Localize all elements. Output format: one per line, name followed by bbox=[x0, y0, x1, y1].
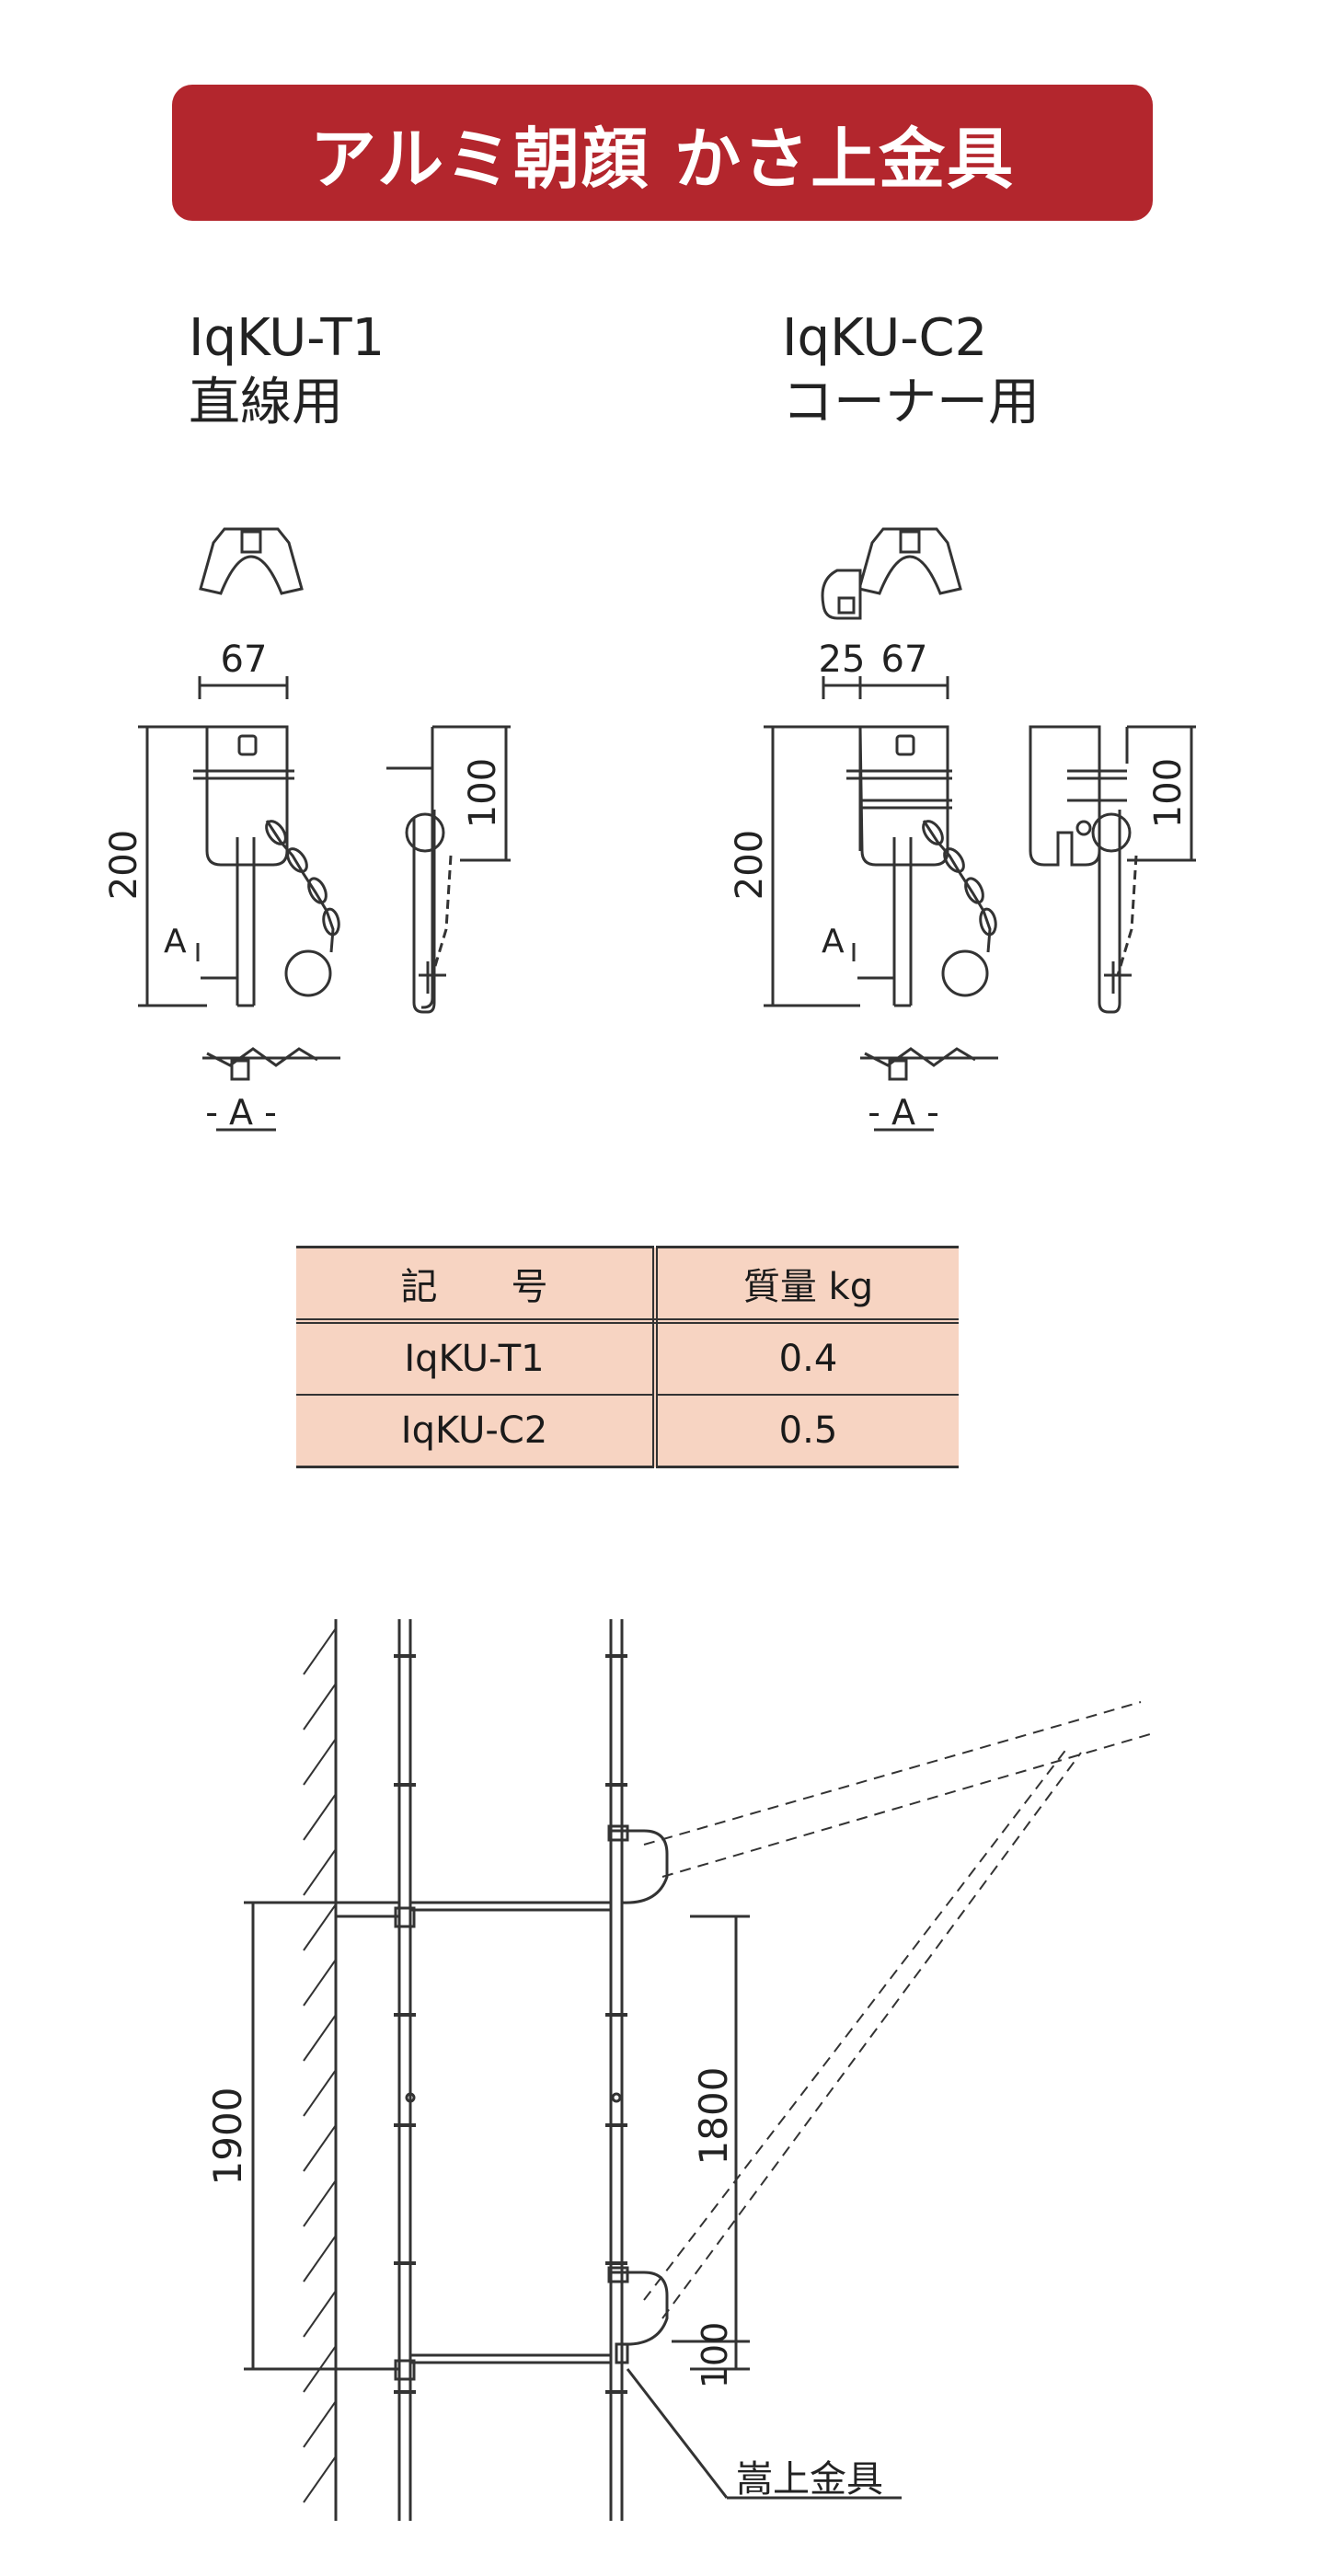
section-label-t1: - A - bbox=[205, 1092, 277, 1133]
model-t1-use: 直線用 bbox=[189, 373, 343, 432]
table-cell-code: IqKU-C2 bbox=[296, 1394, 658, 1468]
model-c2-code: IqKU-C2 bbox=[782, 308, 988, 368]
section-label-c2: - A - bbox=[868, 1092, 939, 1133]
mass-table: 記 号 質量 kg IqKU-T1 0.4 IqKU-C2 0.5 bbox=[296, 1246, 959, 1468]
section-mark-c2: A bbox=[822, 923, 845, 960]
section-mark-t1: A bbox=[164, 923, 187, 960]
model-c2-use: コーナー用 bbox=[782, 373, 1040, 432]
dim-width-t1: 67 bbox=[221, 638, 268, 681]
dim-1800: 1800 bbox=[691, 2067, 736, 2166]
model-t1-label: IqKU-T1 直線用 bbox=[189, 306, 385, 435]
table-header-code: 記 号 bbox=[296, 1246, 658, 1324]
table-header-row: 記 号 質量 kg bbox=[296, 1246, 959, 1324]
dim-height-c2: 200 bbox=[729, 830, 771, 900]
model-c2-label: IqKU-C2 コーナー用 bbox=[782, 306, 1040, 435]
table-cell-mass: 0.4 bbox=[654, 1320, 959, 1395]
page-title: アルミ朝顔 かさ上金具 bbox=[309, 120, 1016, 198]
dim-width-c2-a: 25 bbox=[819, 638, 866, 681]
model-t1-code: IqKU-T1 bbox=[189, 308, 385, 368]
dim-height-t1: 200 bbox=[103, 830, 145, 900]
title-banner: アルミ朝顔 かさ上金具 bbox=[172, 85, 1153, 221]
callout-label: 嵩上金具 bbox=[736, 2458, 883, 2501]
table-row: IqKU-T1 0.4 bbox=[296, 1320, 959, 1395]
dim-width-c2-b: 67 bbox=[881, 638, 928, 681]
dim-side-t1: 100 bbox=[462, 758, 504, 828]
table-cell-mass: 0.5 bbox=[654, 1394, 959, 1468]
table-header-mass: 質量 kg bbox=[654, 1246, 959, 1324]
dim-100: 100 bbox=[695, 2322, 735, 2389]
table-row: IqKU-C2 0.5 bbox=[296, 1394, 959, 1468]
dim-side-c2: 100 bbox=[1147, 758, 1190, 828]
table-cell-code: IqKU-T1 bbox=[296, 1320, 658, 1395]
dim-1900: 1900 bbox=[205, 2087, 250, 2186]
